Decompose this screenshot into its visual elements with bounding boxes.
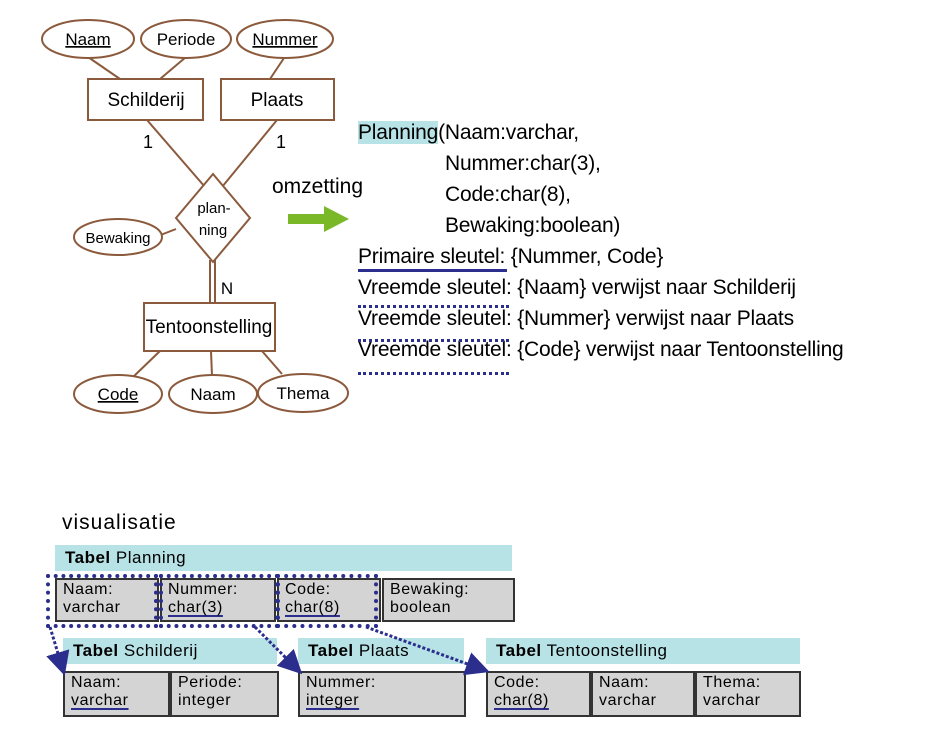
schema-line-1: Planning(Naam:varchar, xyxy=(358,117,579,149)
attr-thema-shape xyxy=(257,373,349,413)
foreign-key-2-underline xyxy=(358,339,509,342)
attr-nummer-label: Nummer xyxy=(252,30,318,49)
fk-box-nummer xyxy=(159,574,279,628)
cell-type: char(8) xyxy=(494,692,549,709)
tentoonstelling-cell-naam: Naam: varchar xyxy=(591,671,695,717)
fk-box-naam xyxy=(46,574,158,628)
relation-label-line1: plan- xyxy=(197,200,230,217)
planning-cell-bewaking: Bewaking: boolean xyxy=(382,578,515,622)
foreign-key-1-underline xyxy=(358,305,509,308)
attr-naam-label: Naam xyxy=(65,30,110,49)
cell-label: Naam: xyxy=(599,674,650,691)
cell-type: varchar xyxy=(599,692,657,709)
schema-line-2: Nummer:char(3), xyxy=(445,152,601,175)
cardinality-right: 1 xyxy=(276,132,286,152)
table-schilderij-name: Schilderij xyxy=(123,641,198,660)
cell-type: boolean xyxy=(390,599,452,616)
attr-naam2-shape xyxy=(168,374,258,414)
schema-foreign-key-3: Vreemde sleutel: {Code} verwijst naar Te… xyxy=(358,338,844,361)
attr-naam2-label: Naam xyxy=(190,385,235,404)
cell-type: integer xyxy=(178,692,232,709)
cell-label: Naam: xyxy=(63,581,114,598)
schema-line1-rest: (Naam:varchar, xyxy=(438,121,579,144)
table-plaats-name: Plaats xyxy=(358,641,410,660)
entity-plaats-label: Plaats xyxy=(251,90,304,111)
cell-label: Periode: xyxy=(178,674,243,691)
planning-cell-naam: Naam: varchar xyxy=(55,578,159,622)
attr-naam-shape xyxy=(41,19,135,59)
transformation-label: omzetting xyxy=(272,175,364,198)
schema-foreign-key-1: Vreemde sleutel: {Naam} verwijst naar Sc… xyxy=(358,276,796,299)
table-plaats-header: Tabel Plaats xyxy=(298,638,464,664)
planning-cell-nummer: Nummer: char(3) xyxy=(160,578,276,622)
attr-thema-label: Thema xyxy=(277,384,330,403)
schema-table-name: Planning xyxy=(358,121,439,144)
cell-type: varchar xyxy=(71,692,129,709)
cardinality-n: N xyxy=(221,279,233,298)
cell-type: char(3) xyxy=(168,599,223,616)
entity-schilderij-label: Schilderij xyxy=(107,90,184,111)
attr-periode-label: Periode xyxy=(157,30,216,49)
table-planning-name: Planning xyxy=(115,548,187,567)
table-tentoonstelling-header: Tabel Tentoonstelling xyxy=(486,638,800,664)
green-arrow-icon xyxy=(288,206,349,232)
relation-planning-shape xyxy=(174,172,252,264)
cell-label: Bewaking: xyxy=(390,581,470,598)
schema-line-4: Bewaking:boolean) xyxy=(445,214,621,237)
cardinality-left: 1 xyxy=(143,132,153,152)
cell-label: Nummer: xyxy=(168,581,238,598)
entity-plaats-shape xyxy=(220,78,335,121)
schema-primary-key: Primaire sleutel: {Nummer, Code} xyxy=(358,245,664,268)
table-planning-keyword: Tabel xyxy=(65,548,111,567)
schema-line-3: Code:char(8), xyxy=(445,183,571,206)
primary-key-underline xyxy=(358,269,507,272)
fk-box-code xyxy=(276,574,378,628)
schilderij-cell-naam: Naam: varchar xyxy=(63,671,170,717)
attr-periode-shape xyxy=(140,19,232,59)
table-schilderij-keyword: Tabel xyxy=(73,641,119,660)
cell-label: Code: xyxy=(494,674,540,691)
cell-label: Code: xyxy=(285,581,331,598)
entity-tentoonstelling-shape xyxy=(143,302,276,352)
cell-type: varchar xyxy=(63,599,121,616)
tentoonstelling-cell-code: Code: char(8) xyxy=(486,671,591,717)
table-tentoonstelling-keyword: Tabel xyxy=(496,641,542,660)
cell-type: char(8) xyxy=(285,599,340,616)
entity-schilderij-shape xyxy=(87,78,204,121)
plaats-cell-nummer: Nummer: integer xyxy=(298,671,466,717)
attr-nummer-shape xyxy=(236,19,334,59)
planning-cell-code: Code: char(8) xyxy=(277,578,381,622)
cell-label: Nummer: xyxy=(306,674,376,691)
table-plaats-keyword: Tabel xyxy=(308,641,354,660)
schilderij-cell-periode: Periode: integer xyxy=(170,671,279,717)
tentoonstelling-cell-thema: Thema: varchar xyxy=(695,671,801,717)
cell-type: integer xyxy=(306,692,360,709)
table-schilderij-header: Tabel Schilderij xyxy=(63,638,277,664)
cell-label: Thema: xyxy=(703,674,761,691)
entity-tentoonstelling-label: Tentoonstelling xyxy=(146,317,273,338)
attr-code-label: Code xyxy=(98,385,139,404)
cell-label: Naam: xyxy=(71,674,122,691)
visualisation-title: visualisatie xyxy=(62,511,177,534)
table-planning-header: Tabel Planning xyxy=(55,545,512,571)
relation-label-line2: ning xyxy=(199,222,227,239)
cell-type: varchar xyxy=(703,692,761,709)
foreign-key-3-underline xyxy=(358,372,509,375)
table-tentoonstelling-name: Tentoonstelling xyxy=(546,641,668,660)
attr-bewaking-label: Bewaking xyxy=(85,230,150,247)
attr-bewaking-shape xyxy=(73,218,163,256)
schema-foreign-key-2: Vreemde sleutel: {Nummer} verwijst naar … xyxy=(358,307,794,330)
attr-code-shape xyxy=(73,374,163,414)
